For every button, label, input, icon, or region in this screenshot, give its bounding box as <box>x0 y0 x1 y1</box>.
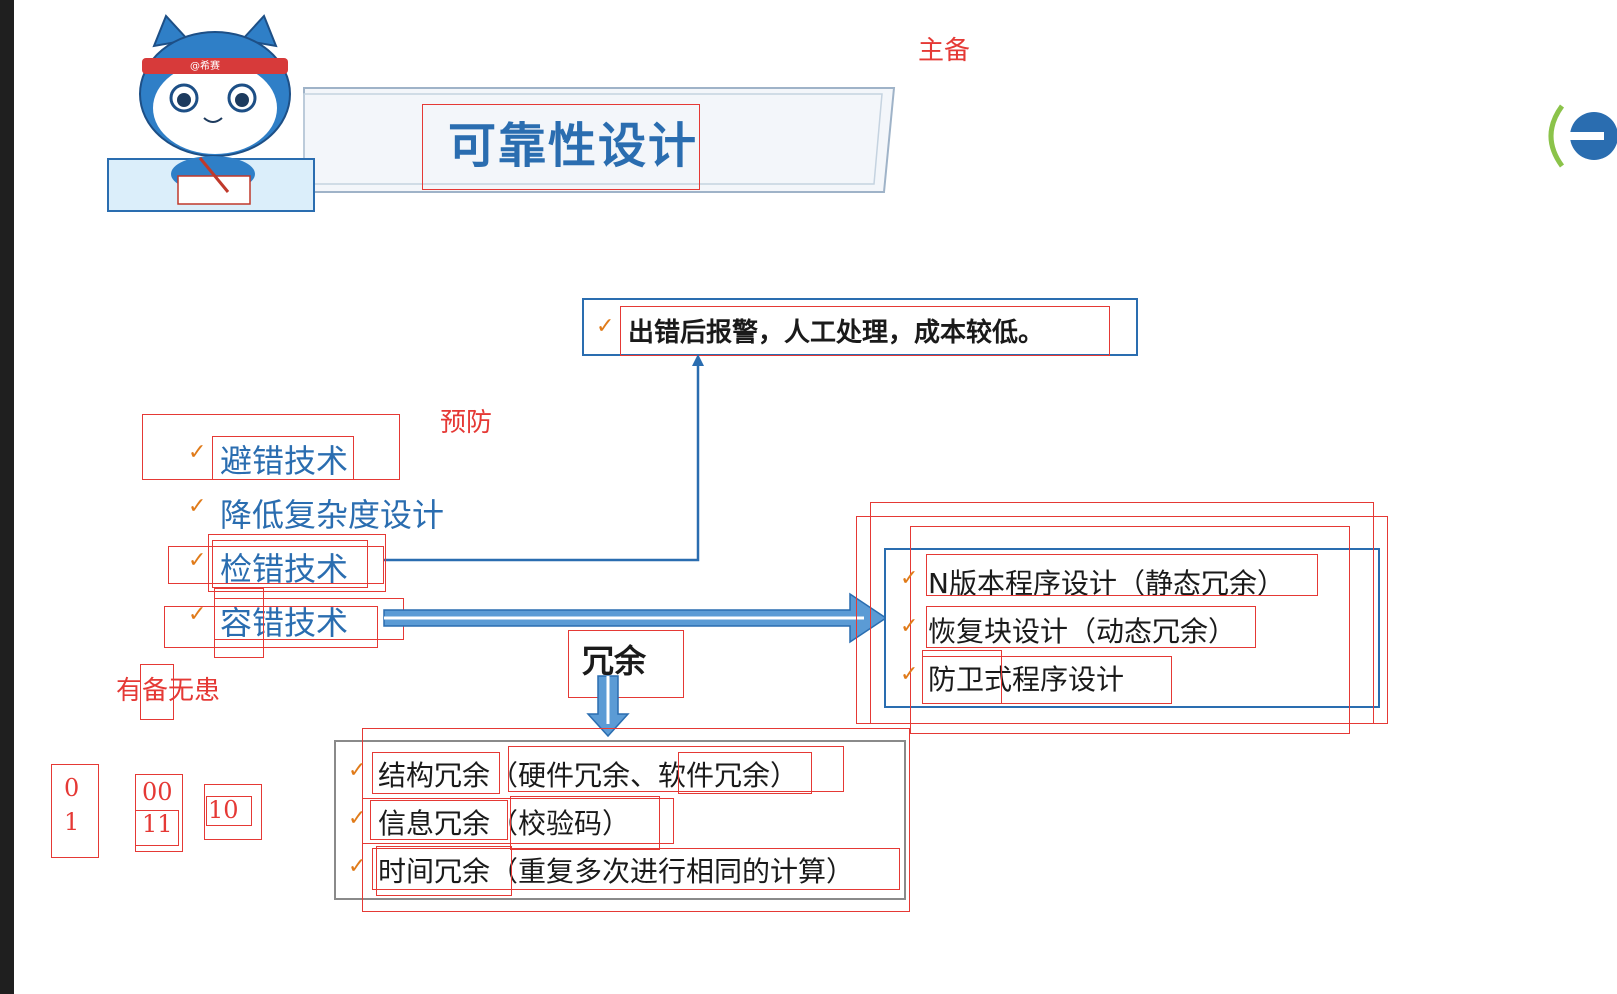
annotation-box <box>204 784 262 840</box>
annotation-zhubei: 主备 <box>918 36 971 66</box>
annotation-youbei: 有备无患 <box>116 676 221 706</box>
list-item: 容错技术 <box>220 604 349 642</box>
check-icon: ✓ <box>348 854 367 879</box>
annotation-box <box>168 546 384 584</box>
annotation-yufang: 预防 <box>440 408 493 438</box>
software-item: N版本程序设计（静态冗余） <box>928 567 1285 600</box>
annotation-box <box>856 516 1388 724</box>
software-item: 防卫式程序设计 <box>928 663 1125 696</box>
annotation-box <box>164 606 378 648</box>
page-title: 可靠性设计 <box>448 118 699 174</box>
annotation-box <box>135 810 179 846</box>
check-icon: ✓ <box>900 614 919 639</box>
annotation-box <box>376 846 512 896</box>
annotation-box <box>208 534 386 592</box>
check-icon: ✓ <box>900 662 919 687</box>
logo-fragment-icon <box>1548 104 1617 168</box>
redundancy-types-box <box>334 740 906 900</box>
redundancy-label: 冗余 <box>582 642 647 680</box>
annotation-box <box>926 606 1256 648</box>
annotation-box <box>370 800 508 840</box>
annotation-box <box>910 526 1350 734</box>
title-banner <box>303 87 896 193</box>
fat-arrow-right <box>383 592 888 644</box>
mascot-headband-text: @希赛 <box>190 61 220 72</box>
check-icon: ✓ <box>596 314 615 339</box>
annotation-box <box>362 798 674 844</box>
check-icon: ✓ <box>348 758 367 783</box>
check-icon: ✓ <box>900 566 919 591</box>
annotation-box <box>372 752 500 794</box>
annotation-bit: 00 <box>142 778 173 806</box>
annotation-box <box>372 848 900 890</box>
software-design-box <box>884 548 1380 708</box>
list-item: 检错技术 <box>220 550 349 588</box>
software-item: 恢复块设计（动态冗余） <box>928 615 1237 648</box>
annotation-box <box>422 104 700 190</box>
annotation-box <box>922 650 1002 704</box>
check-icon: ✓ <box>348 806 367 831</box>
check-icon: ✓ <box>188 440 207 465</box>
annotation-box <box>568 630 684 698</box>
cat-mascot-icon <box>107 14 315 212</box>
annotation-bit: 0 <box>64 774 80 802</box>
slide-canvas: 可靠性设计 @希赛 主备 预防 有备无患 0 1 00 11 10 ✓ <box>14 0 1617 994</box>
annotation-box <box>620 306 1110 356</box>
check-icon: ✓ <box>188 494 207 519</box>
list-item: 避错技术 <box>220 442 349 480</box>
fat-arrow-down <box>586 675 630 738</box>
annotation-bit: 10 <box>208 796 239 824</box>
annotation-box <box>212 436 354 480</box>
annotation-box <box>510 796 660 850</box>
redundancy-item: 信息冗余（校验码） <box>378 807 631 840</box>
annotation-box <box>140 664 174 720</box>
alarm-box <box>582 298 1138 356</box>
annotation-bit: 11 <box>142 810 173 838</box>
redundancy-item: 结构冗余（硬件冗余、软件冗余） <box>378 759 799 792</box>
connector-arrow-up <box>384 354 704 562</box>
annotation-box <box>678 752 812 794</box>
alarm-text: 出错后报警，人工处理，成本较低。 <box>628 318 1045 348</box>
annotation-box <box>51 764 99 858</box>
check-icon: ✓ <box>188 548 207 573</box>
annotation-box <box>926 554 1318 596</box>
redundancy-item: 时间冗余（重复多次进行相同的计算） <box>378 855 855 888</box>
annotation-bit: 1 <box>64 808 80 836</box>
annotation-box <box>508 746 844 792</box>
annotation-box <box>212 540 368 588</box>
annotation-box <box>206 796 252 826</box>
list-item: 降低复杂度设计 <box>220 496 445 534</box>
check-icon: ✓ <box>188 602 207 627</box>
